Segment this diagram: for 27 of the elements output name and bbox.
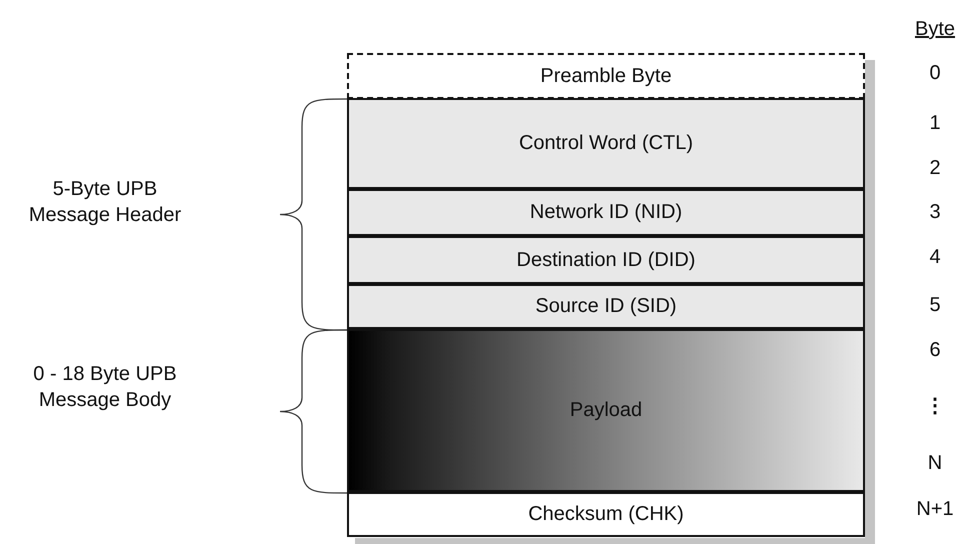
field-name: Checksum (CHK) [528, 503, 684, 526]
header-field [347, 236, 865, 284]
byte-index: 3 [929, 201, 941, 224]
field-name: Destination ID (DID) [516, 248, 696, 272]
header-field [347, 98, 865, 189]
byte-index: ⋮ [925, 394, 945, 418]
field-name: Source ID (SID) [535, 295, 677, 318]
column-heading: Byte [914, 18, 956, 41]
field-name: Payload [570, 399, 642, 422]
byte-index: N+1 [916, 498, 954, 521]
section-label: 0 - 18 Byte UPB Message Body [32, 362, 178, 413]
byte-index: N [928, 452, 942, 475]
checksum-field [347, 492, 865, 537]
byte-index: 2 [929, 157, 941, 180]
field-name: Control Word (CTL) [518, 132, 694, 155]
byte-index: 5 [929, 294, 941, 317]
payload-field [347, 329, 865, 492]
header-field [347, 284, 865, 329]
field-name: Network ID (NID) [530, 201, 682, 224]
byte-index: 0 [929, 62, 941, 85]
header-field [347, 189, 865, 236]
byte-index: 1 [929, 112, 941, 135]
byte-index: 6 [929, 339, 941, 362]
field-name: Preamble Byte [540, 64, 672, 88]
section-label: 5-Byte UPB Message Header [28, 177, 182, 228]
preamble-field [347, 53, 865, 99]
byte-index: 4 [929, 246, 941, 269]
